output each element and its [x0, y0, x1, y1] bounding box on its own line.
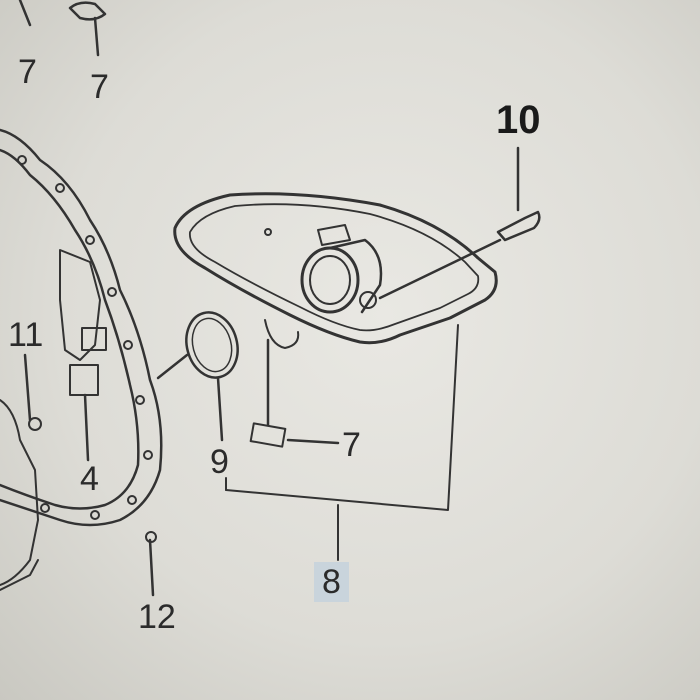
valve-body: [59, 249, 101, 361]
callout-11: 11: [8, 316, 44, 354]
callout-8[interactable]: 8: [314, 562, 349, 602]
callout-4: 4: [80, 460, 99, 498]
callout-10: 10: [496, 98, 541, 142]
callout-7-b: 7: [90, 68, 109, 106]
transmission-case: [0, 128, 163, 527]
filter-seal-ring: [185, 311, 239, 379]
bolt-10: [496, 210, 541, 242]
top-bolt-part: [68, 1, 107, 21]
callout-9: 9: [210, 443, 229, 481]
callout-7-a: 7: [18, 53, 37, 91]
callout-12: 12: [138, 598, 176, 636]
clip-part: [249, 422, 287, 448]
callout-7-c: 7: [342, 426, 361, 464]
oil-filter-housing: [173, 192, 498, 345]
